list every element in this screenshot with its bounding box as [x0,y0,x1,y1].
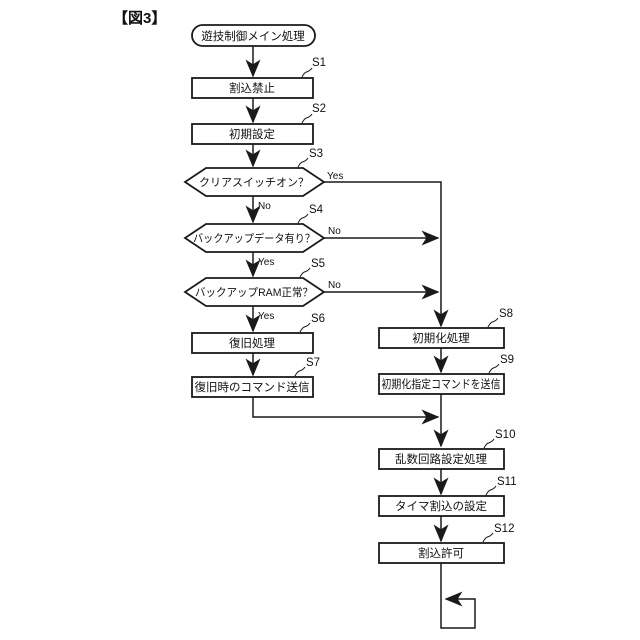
s9-process-shape [378,373,505,395]
node-start: 遊技制御メイン処理 [191,24,316,47]
s1-step-label: S1 [312,57,326,69]
s12-process-shape [378,542,505,564]
s3-yes-label: Yes [327,171,343,182]
s4-yes-label: Yes [258,257,274,268]
s11-step-leader [485,485,497,496]
s3-step-label: S3 [309,148,323,160]
s6-process-shape [191,332,314,354]
s4-decision-label: バックアップデータ有り？ [193,231,315,245]
s6-step-leader [299,322,311,333]
s8-step-leader [487,317,499,328]
start-terminal-shape [191,24,316,47]
s1-process-shape [191,77,314,99]
node-s4: バックアップデータ有り？ S4 No Yes [183,204,341,268]
s12-step-label: S12 [494,523,514,535]
s7-step-leader [294,366,306,377]
node-s2: 初期設定 S2 [191,103,326,145]
s2-step-leader [301,113,313,124]
s11-step-label: S11 [497,476,517,488]
node-s5: バックアップRAM正常？ S5 No Yes [183,258,341,322]
s1-process-label: 割込禁止 [229,81,275,95]
edge-s7-join [252,397,440,425]
node-s7: 復旧時のコマンド送信 S7 [191,357,320,398]
s4-step-leader [297,213,309,224]
s6-step-label: S6 [311,313,325,325]
s7-process-shape [191,376,314,398]
s10-step-leader [483,438,495,449]
s5-decision-shape [183,277,326,307]
s10-step-label: S10 [495,429,515,441]
s5-step-leader [299,267,311,278]
s9-step-label: S9 [500,354,514,366]
start-terminal-label: 遊技制御メイン処理 [201,29,305,43]
s3-step-leader [297,157,309,168]
s2-step-label: S2 [312,103,326,115]
node-s8: 初期化処理 S8 [378,308,513,349]
s3-decision-shape [183,167,326,197]
node-s6: 復旧処理 S6 [191,313,325,354]
s1-step-leader [301,67,313,78]
node-s3: クリアスイッチオン？ S3 Yes No [183,148,343,212]
s10-process-shape [378,448,505,470]
s8-process-shape [378,327,505,349]
s2-process-label: 初期設定 [229,127,275,141]
s5-decision-label: バックアップRAM正常？ [195,286,313,299]
s11-process-label: タイマ割込の設定 [395,499,487,513]
s11-process-shape [378,495,505,517]
node-s12: 割込許可 S12 [378,523,514,564]
s5-yes-label: Yes [258,311,274,322]
s8-process-label: 初期化処理 [412,331,470,345]
s4-no-label: No [328,226,341,237]
edge-s12-loop [440,563,476,629]
s12-step-leader [482,532,494,543]
s9-step-leader [488,363,500,374]
s3-no-label: No [258,201,271,212]
s5-no-label: No [328,280,341,291]
s4-step-label: S4 [309,204,324,216]
s8-step-label: S8 [499,308,513,320]
s5-step-label: S5 [311,258,325,270]
s7-step-label: S7 [306,357,320,369]
s12-process-label: 割込許可 [418,546,464,560]
node-s9: 初期化指定コマンドを送信 S9 [378,354,514,395]
s9-process-label: 初期化指定コマンドを送信 [382,377,501,391]
flow-connectors [245,46,476,629]
s4-decision-shape [183,223,326,253]
figure-title: 【図3】 [113,9,166,27]
s3-decision-label: クリアスイッチオン？ [199,176,309,189]
node-s1: 割込禁止 S1 [191,57,326,99]
s7-process-label: 復旧時のコマンド送信 [195,380,310,394]
s6-process-label: 復旧処理 [229,336,275,350]
s10-process-label: 乱数回路設定処理 [395,452,487,466]
s2-process-shape [191,123,314,145]
node-s10: 乱数回路設定処理 S10 [378,429,515,470]
edge-s3-yes-s8 [324,181,449,328]
node-s11: タイマ割込の設定 S11 [378,476,517,517]
